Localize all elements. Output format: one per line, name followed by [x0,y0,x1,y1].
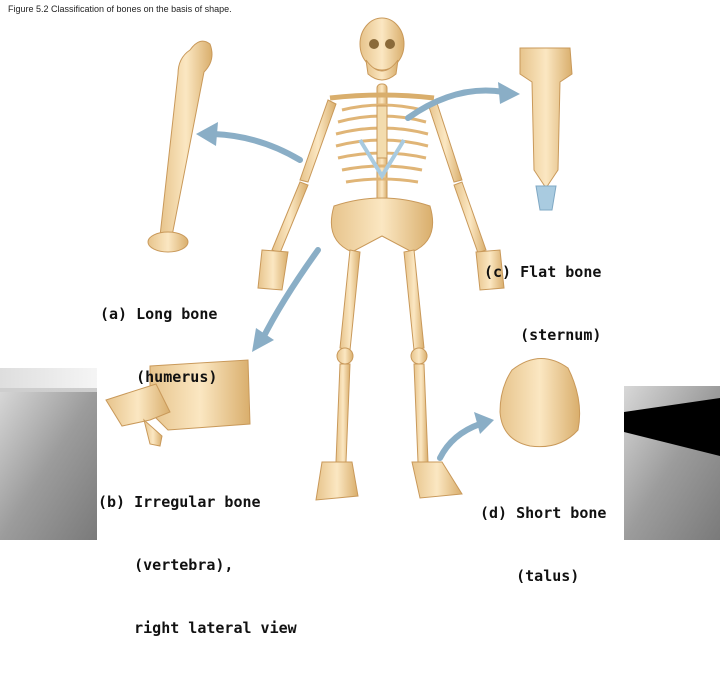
black-band-right [624,398,720,456]
label-long-bone: (a) Long bone (humerus) [100,262,217,430]
arrow-to-long-bone [211,131,303,163]
label-irregular-bone-line-3: right lateral view [98,619,297,637]
figure-caption: Figure 5.2 Classification of bones on th… [8,4,232,14]
arrow-to-short-bone [437,421,483,461]
arrow-to-irregular-bone [259,247,321,343]
arrow-to-flat-bone [405,87,507,121]
label-flat-bone: (c) Flat bone (sternum) [484,220,601,388]
humerus-bone-illustration [147,40,213,253]
label-flat-bone-line-1: (c) Flat bone [484,263,602,281]
label-short-bone-line-1: (d) Short bone [480,504,607,522]
label-flat-bone-line-2: (sternum) [484,326,602,344]
label-short-bone: (d) Short bone (talus) [480,461,606,629]
bone-figure [105,17,581,501]
slide-decoration [0,368,720,540]
skeleton-illustration [257,17,505,501]
label-long-bone-line-2: (humerus) [100,368,218,386]
arrow-heads [196,82,520,434]
label-irregular-bone: (b) Irregular bone (vertebra), right lat… [98,450,297,681]
label-long-bone-line-1: (a) Long bone [100,305,218,323]
label-irregular-bone-line-1: (b) Irregular bone [98,493,261,511]
talus-bone-illustration [499,358,581,448]
sternum-bone-illustration [519,47,573,211]
pointer-arrows [211,87,507,461]
label-short-bone-line-2: (talus) [480,567,580,585]
vertebra-bone-illustration [105,359,251,447]
label-irregular-bone-line-2: (vertebra), [98,556,234,574]
gray-band-left [0,388,97,540]
slide: Figure 5.2 Classification of bones on th… [0,4,720,637]
